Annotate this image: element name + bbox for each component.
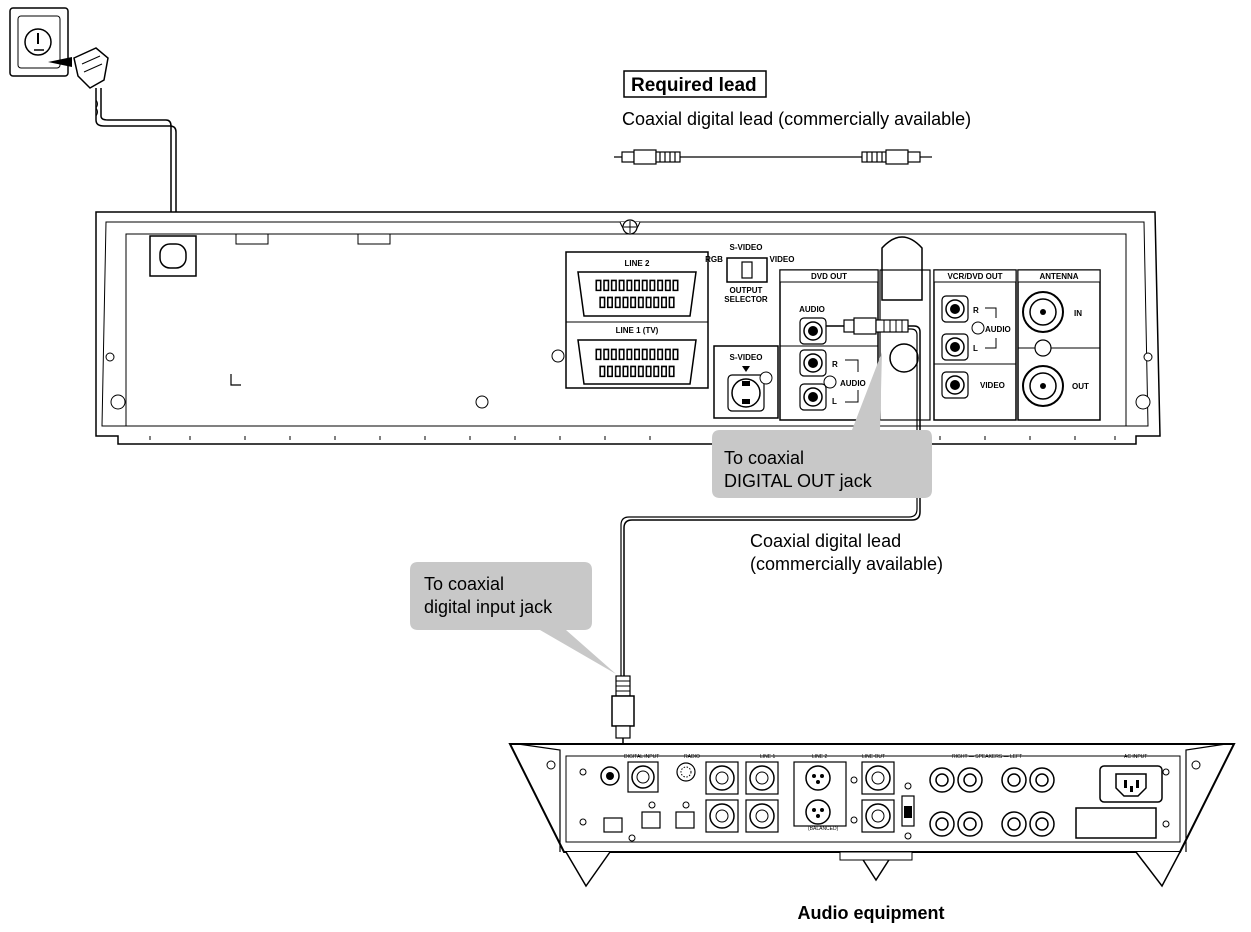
antenna-label: ANTENNA <box>1039 272 1078 281</box>
amp-line1-label: LINE 1 <box>760 754 776 760</box>
amp-radio-label: RADIO <box>684 754 700 760</box>
vcr-l-label: L <box>973 344 978 353</box>
required-lead: Required lead Coaxial digital lead (comm… <box>622 70 971 129</box>
svg-text:▯▯▯▯▯▯▯▯▯▯▯: ▯▯▯▯▯▯▯▯▯▯▯ <box>595 276 680 292</box>
amp-digital-input-label: DIGITAL INPUT <box>624 754 659 760</box>
amp-line2-label: LINE 2 <box>812 754 828 760</box>
callout-digital-input: To coaxial digital input jack <box>410 562 616 674</box>
audio-equipment-label: Audio equipment <box>798 903 945 923</box>
vcr-video-label: VIDEO <box>980 381 1005 390</box>
svg-text:▯▯▯▯▯▯▯▯▯▯: ▯▯▯▯▯▯▯▯▯▯ <box>598 362 675 378</box>
dvd-recorder-rear-panel: LINE 2 ▯▯▯▯▯▯▯▯▯▯▯ ▯▯▯▯▯▯▯▯▯▯ LINE 1 (TV… <box>95 211 1161 445</box>
required-lead-heading: Required lead <box>631 75 757 96</box>
callout-digital-input-line1: To coaxial <box>424 574 504 594</box>
amp-ac-input-label: AC INPUT <box>1124 754 1147 760</box>
selector-output-label: OUTPUT <box>730 286 763 295</box>
dvd-out-audio-label: AUDIO <box>799 305 825 314</box>
power-plug <box>48 47 109 89</box>
required-lead-description: Coaxial digital lead (commercially avail… <box>622 109 971 129</box>
power-cord <box>95 88 177 258</box>
dvd-out-r-label: R <box>832 360 838 369</box>
antenna-out-label: OUT <box>1072 382 1089 391</box>
digital-out-jack <box>799 317 827 345</box>
line2-label: LINE 2 <box>625 259 650 268</box>
callout-digital-out-line1: To coaxial <box>724 448 804 468</box>
callout-digital-input-line2: digital input jack <box>424 597 553 617</box>
selector-selector-label: SELECTOR <box>724 295 768 304</box>
vcr-audio-label: AUDIO <box>985 325 1011 334</box>
dvd-out-label: DVD OUT <box>811 272 847 281</box>
amp-speakers-label: RIGHT — SPEAKERS — LEFT <box>952 754 1022 760</box>
amp-digital-coaxial-input <box>600 766 620 786</box>
antenna-in-label: IN <box>1074 309 1082 318</box>
callout-digital-out: To coaxial DIGITAL OUT jack <box>712 352 932 498</box>
callout-digital-out-line2: DIGITAL OUT jack <box>724 471 873 491</box>
amp-line-out-label: LINE OUT <box>862 754 885 760</box>
cable-label-line1: Coaxial digital lead <box>750 531 901 551</box>
dvd-out-audio-side-label: AUDIO <box>840 379 866 388</box>
cable-label-line2: (commercially available) <box>750 554 943 574</box>
selector-video-label: VIDEO <box>770 255 795 264</box>
vcr-r-label: R <box>973 306 979 315</box>
svg-text:▯▯▯▯▯▯▯▯▯▯▯: ▯▯▯▯▯▯▯▯▯▯▯ <box>595 345 680 361</box>
coaxial-lead-illustration <box>614 149 932 165</box>
audio-equipment-rear-panel: DIGITAL INPUT RADIO LINE 1 LINE 2 LINE O… <box>508 743 1236 888</box>
selector-rgb-label: RGB <box>705 255 723 264</box>
svg-text:▯▯▯▯▯▯▯▯▯▯: ▯▯▯▯▯▯▯▯▯▯ <box>598 293 675 309</box>
dvd-out-l-label: L <box>832 397 837 406</box>
wall-socket <box>9 7 69 77</box>
coaxial-cable <box>611 317 921 756</box>
selector-svideo-label: S-VIDEO <box>730 243 763 252</box>
vcr-dvd-out-label: VCR/DVD OUT <box>947 272 1002 281</box>
svideo-label: S-VIDEO <box>730 353 763 362</box>
amp-balanced-label: (BALANCED) <box>808 826 839 832</box>
line1-label: LINE 1 (TV) <box>616 326 659 335</box>
